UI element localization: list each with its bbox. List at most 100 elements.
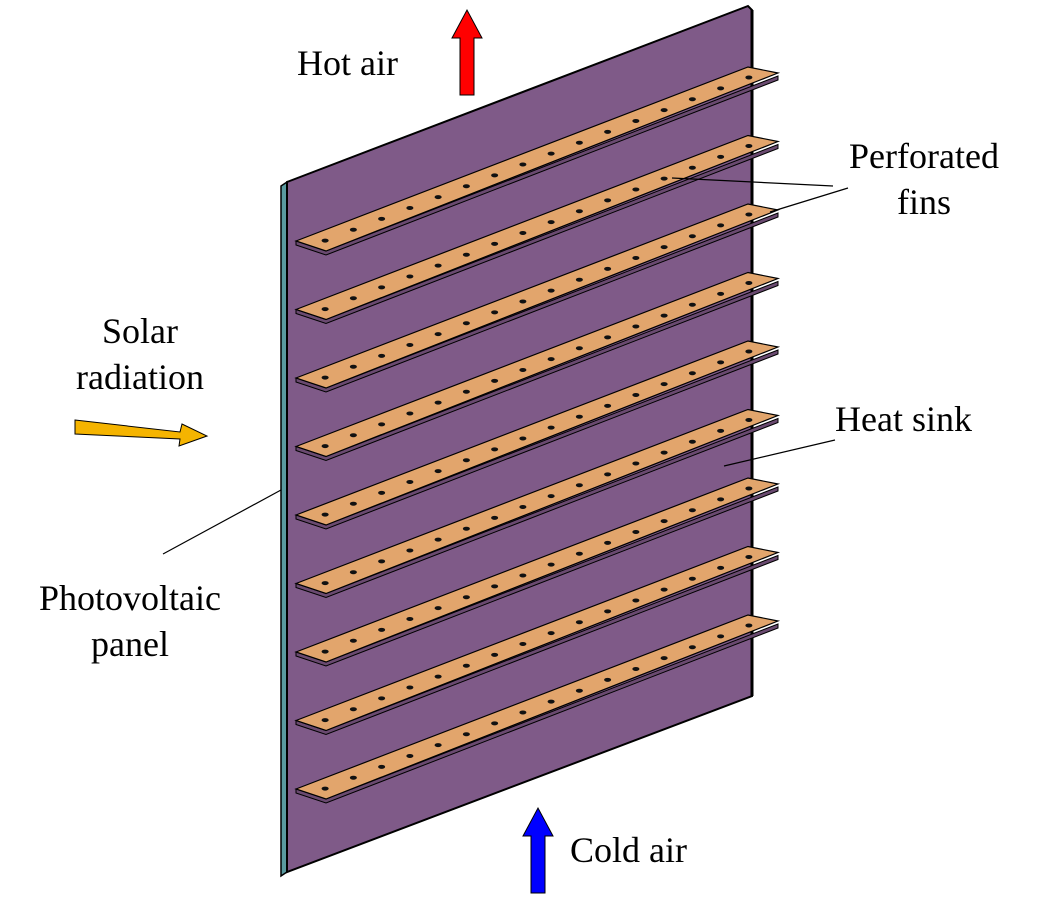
fin-hole xyxy=(547,288,555,293)
fin-hole xyxy=(745,280,753,285)
fin-hole xyxy=(349,501,357,506)
photovoltaic-panel-label-line2: panel xyxy=(91,624,169,664)
fin-hole xyxy=(745,143,753,148)
fin-hole xyxy=(604,266,612,271)
fin-hole xyxy=(434,606,442,611)
fin-hole xyxy=(378,559,386,564)
fin-hole xyxy=(575,277,583,282)
fin-hole xyxy=(462,595,470,600)
fin-hole xyxy=(632,529,640,534)
fin-hole xyxy=(575,620,583,625)
hot-air-label: Hot air xyxy=(297,43,398,83)
fin-hole xyxy=(688,371,696,376)
fin-hole xyxy=(378,353,386,358)
fin-hole xyxy=(717,428,725,433)
fin-hole xyxy=(434,469,442,474)
fin-hole xyxy=(491,310,499,315)
leader-line-fins-2 xyxy=(769,187,849,213)
fin-hole xyxy=(575,140,583,145)
fin-hole xyxy=(378,216,386,221)
fin-hole xyxy=(717,634,725,639)
fin-hole xyxy=(575,688,583,693)
fin-hole xyxy=(491,721,499,726)
fin-hole xyxy=(406,685,414,690)
fin xyxy=(294,545,781,736)
leader-line-pv-panel xyxy=(162,489,282,555)
fin-hole xyxy=(519,162,527,167)
fin-hole xyxy=(462,184,470,189)
fin-hole xyxy=(406,616,414,621)
fin-hole xyxy=(519,504,527,509)
fin-hole xyxy=(745,417,753,422)
fin-hole xyxy=(547,562,555,567)
fin-hole xyxy=(688,576,696,581)
fin-hole xyxy=(632,666,640,671)
fin-hole xyxy=(688,439,696,444)
fin-hole xyxy=(349,707,357,712)
fin-hole xyxy=(745,349,753,354)
fin-hole xyxy=(688,165,696,170)
fin-hole xyxy=(434,263,442,268)
fin-hole xyxy=(547,631,555,636)
fin-hole xyxy=(378,696,386,701)
fin-hole xyxy=(519,367,527,372)
fin-hole xyxy=(604,403,612,408)
fin-hole xyxy=(321,649,329,654)
fin-hole xyxy=(717,291,725,296)
cold-air-arrow-icon xyxy=(522,806,554,894)
fin-hole xyxy=(406,342,414,347)
photovoltaic-panel-label: Photovoltaic panel xyxy=(20,575,240,667)
fin-hole xyxy=(717,360,725,365)
fin xyxy=(294,477,781,667)
photovoltaic-panel-label-line1: Photovoltaic xyxy=(39,578,221,618)
fin-hole xyxy=(632,461,640,466)
solar-radiation-label-line1: Solar xyxy=(102,311,178,351)
fin-hole xyxy=(632,187,640,192)
fin-hole xyxy=(378,285,386,290)
fin-hole xyxy=(321,718,329,723)
fin-hole xyxy=(434,743,442,748)
fin-hole xyxy=(462,321,470,326)
fin-hole xyxy=(745,623,753,628)
fin-hole xyxy=(660,176,668,181)
fin-hole xyxy=(378,627,386,632)
fin-hole xyxy=(604,609,612,614)
fin-hole xyxy=(632,598,640,603)
fin-hole xyxy=(688,508,696,513)
heat-sink-label: Heat sink xyxy=(835,399,972,439)
fin-hole xyxy=(462,732,470,737)
fin-hole xyxy=(717,223,725,228)
fin-hole xyxy=(321,444,329,449)
perforated-fins-label-line2: fins xyxy=(897,182,951,222)
fin-hole xyxy=(717,497,725,502)
leader-line-heat-sink xyxy=(723,439,836,467)
fin-hole xyxy=(321,375,329,380)
fin-hole xyxy=(660,450,668,455)
fin-hole xyxy=(745,554,753,559)
fin-hole xyxy=(321,581,329,586)
fin-hole xyxy=(575,551,583,556)
fin-hole xyxy=(406,479,414,484)
fin-hole xyxy=(604,472,612,477)
fin-hole xyxy=(604,129,612,134)
fin-hole xyxy=(491,447,499,452)
fin-hole xyxy=(688,645,696,650)
fin xyxy=(294,340,781,530)
fin-hole xyxy=(717,154,725,159)
fin-hole xyxy=(632,255,640,260)
fin-hole xyxy=(434,400,442,405)
fin-hole xyxy=(547,220,555,225)
fin-hole xyxy=(349,775,357,780)
fin-hole xyxy=(575,209,583,214)
fin-hole xyxy=(745,486,753,491)
fin-hole xyxy=(321,512,329,517)
fin-hole xyxy=(434,674,442,679)
fin-hole xyxy=(660,587,668,592)
fin xyxy=(294,134,781,325)
fin-hole xyxy=(519,573,527,578)
fin xyxy=(294,66,781,256)
fin-hole xyxy=(406,274,414,279)
fin-hole xyxy=(519,641,527,646)
